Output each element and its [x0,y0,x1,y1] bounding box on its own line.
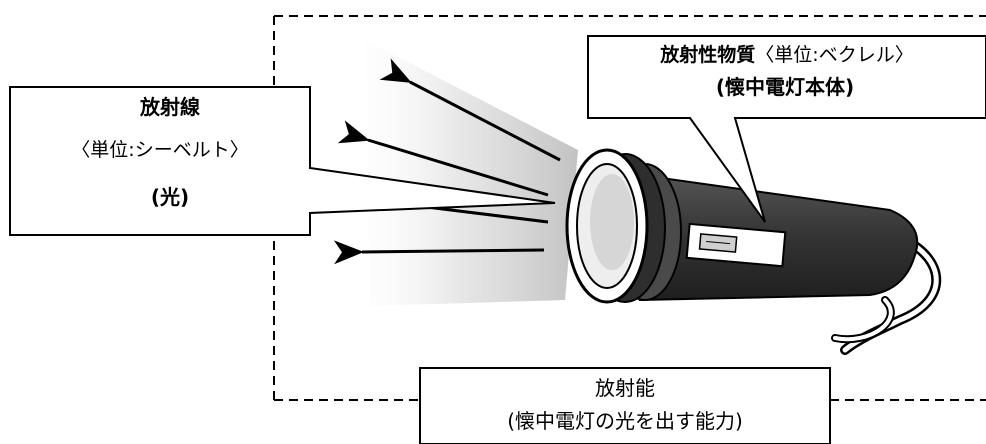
radiation-callout [9,86,556,236]
radioactive-material-title: 放射性物質 [660,44,756,66]
radioactivity-box [419,367,831,444]
arrow-left-icon [379,58,561,162]
flashlight-icon [565,148,942,355]
radioactivity-title: 放射能 [595,376,655,400]
radiation-unit: 〈単位:シーベルト〉 [71,139,249,161]
radiation-title: 放射線 [140,95,200,119]
radioactive-material-callout [587,35,986,223]
radiation-analogy: (光) [150,185,190,209]
radioactive-material-analogy: (懐中電灯本体) [715,75,855,99]
radioactive-material-unit: 〈単位:ベクレル〉 [755,44,914,66]
arrow-left-icon [333,240,545,265]
arrow-left-icon [337,120,549,197]
radioactive-material-heading: 放射性物質〈単位:ベクレル〉 [588,44,986,68]
radioactivity-analogy: (懐中電灯の光を出す能力) [507,409,743,433]
dashed-boundary [273,15,986,401]
